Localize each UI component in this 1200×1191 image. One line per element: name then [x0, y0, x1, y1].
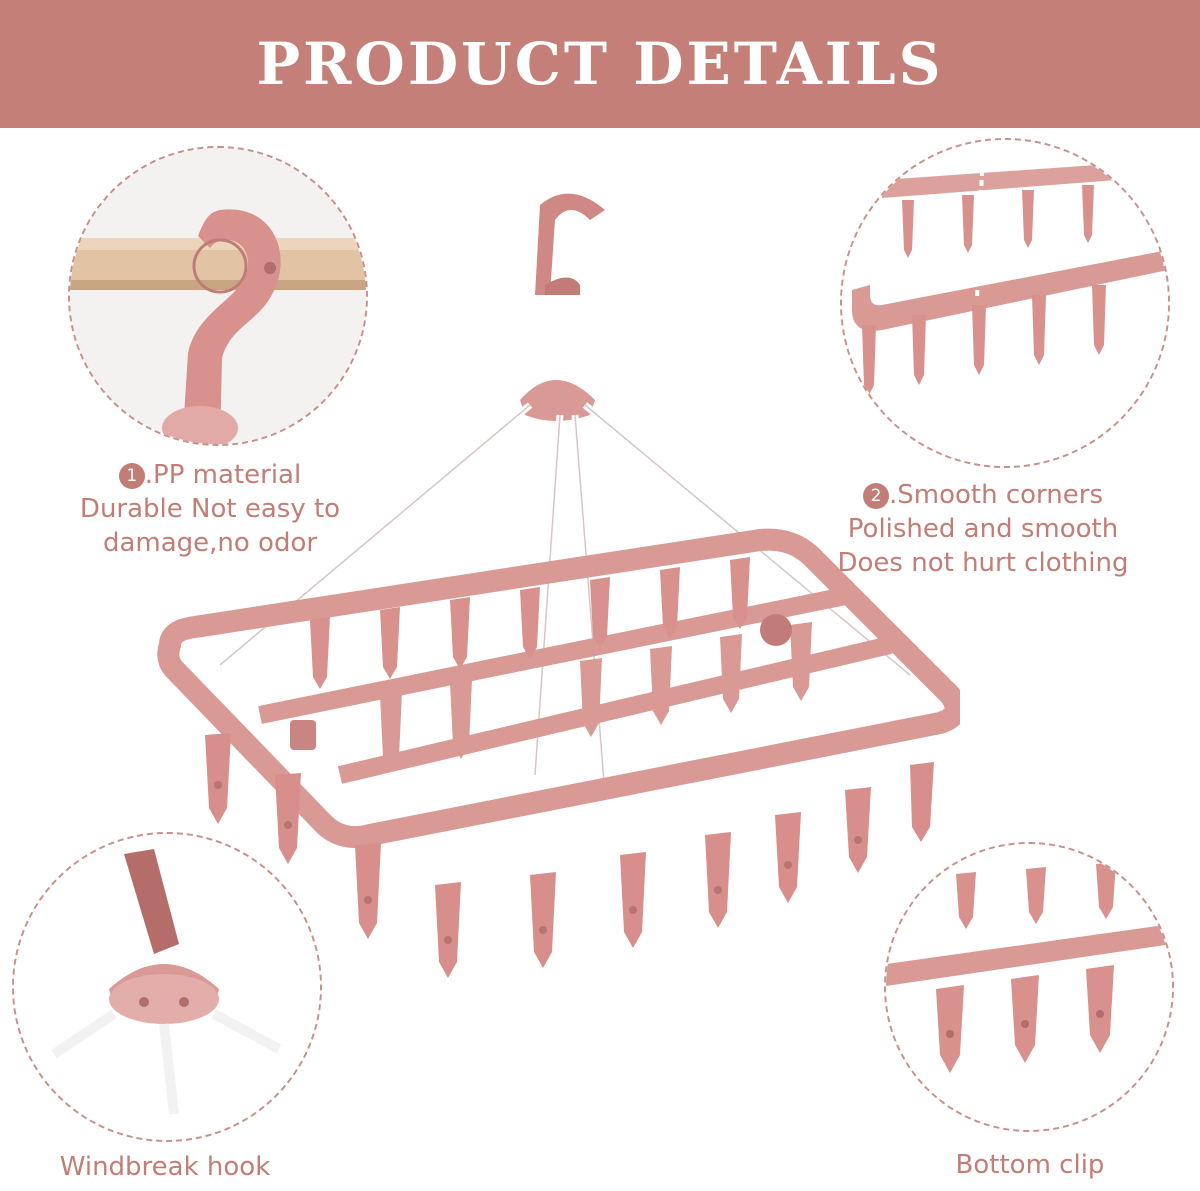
page-title: PRODUCT DETAILS	[256, 30, 944, 98]
pp-material-line: damage,no odor	[102, 528, 318, 558]
smooth-corners-caption: 2.Smooth corners Polished and smooth Doe…	[828, 478, 1138, 580]
pp-material-caption: 1.PP material Durable Not easy to damage…	[70, 458, 350, 560]
corner-detail-image	[840, 138, 1170, 468]
product-hanger-image	[150, 175, 960, 1005]
number-badge: 1	[118, 463, 145, 489]
bottom-clip-label: Bottom clip	[955, 1150, 1105, 1180]
smooth-corners-title: 2.Smooth corners	[828, 478, 1138, 512]
header-banner: PRODUCT DETAILS	[0, 0, 1200, 128]
smooth-corners-line: Polished and smooth	[847, 514, 1119, 544]
pp-material-title: 1.PP material	[70, 458, 350, 492]
hook-detail-image	[68, 146, 368, 446]
bottom-clip-detail-image	[884, 842, 1174, 1132]
pp-material-line: Durable Not easy to	[79, 494, 341, 524]
windbreak-hook-label: Windbreak hook	[59, 1152, 271, 1182]
windbreak-hook-detail-image	[12, 832, 322, 1142]
number-badge: 2	[863, 483, 889, 509]
smooth-corners-line: Does not hurt clothing	[837, 548, 1129, 578]
